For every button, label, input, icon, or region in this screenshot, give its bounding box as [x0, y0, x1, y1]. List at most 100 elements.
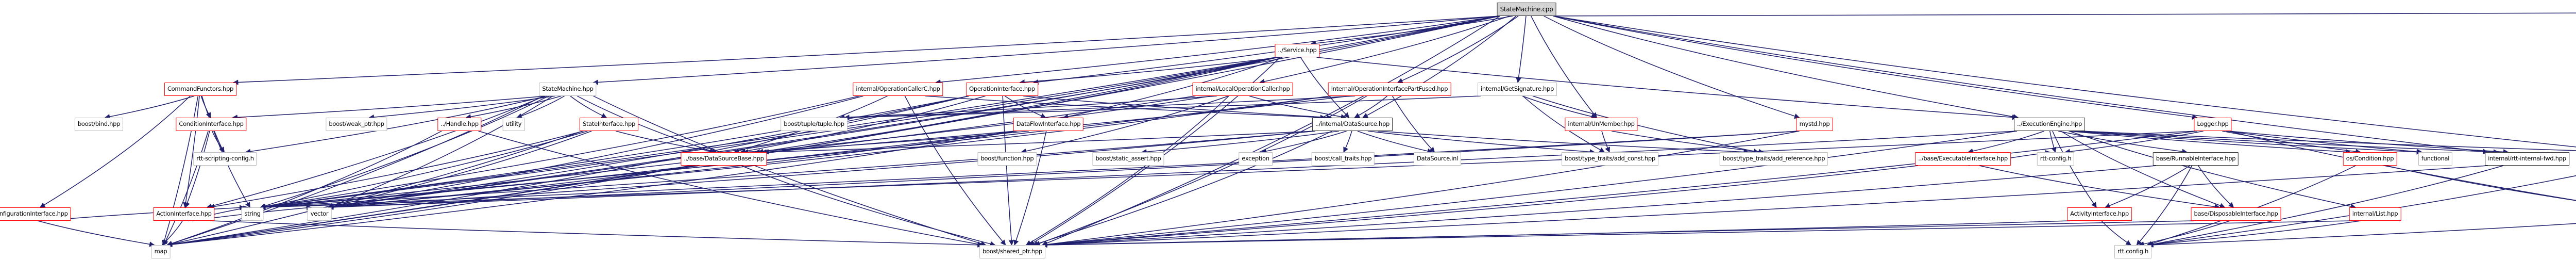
graph-node-label: internal/rtt-internal-fwd.hpp: [2488, 155, 2566, 163]
graph-node-n48[interactable]: boost/shared_ptr.hpp: [979, 245, 1045, 258]
graph-node-n39[interactable]: ConfigurationInterface.hpp: [0, 207, 71, 221]
graph-edge: [1019, 57, 1280, 85]
graph-node-n11[interactable]: ConditionInterface.hpp: [176, 118, 247, 131]
graph-node-n4[interactable]: StateMachine.hpp: [539, 83, 597, 96]
graph-edge: [213, 131, 250, 208]
graph-node-n23[interactable]: rtt-scripting-config.h: [193, 152, 257, 166]
graph-edge: [166, 165, 690, 248]
graph-node-n0[interactable]: StateMachine.cpp: [1497, 3, 1556, 16]
graph-node-label: string: [244, 210, 261, 218]
graph-edge: [1141, 131, 1340, 155]
graph-node-n27[interactable]: exception: [1239, 152, 1273, 166]
graph-node-label: Logger.hpp: [2197, 120, 2229, 128]
graph-node-n6[interactable]: OperationInterface.hpp: [966, 83, 1038, 96]
graph-node-label: boost/type_traits/add_const.hpp: [1565, 155, 1655, 163]
graph-edge: [1611, 131, 1764, 155]
graph-node-n16[interactable]: boost/tuple/tuple.hpp: [781, 118, 848, 131]
graph-edge: [570, 95, 607, 118]
graph-node-label: map: [154, 248, 167, 255]
graph-node-label: boost/call_traits.hpp: [1314, 155, 1372, 163]
graph-edge: [1553, 15, 2019, 120]
graph-edge: [328, 131, 1800, 210]
graph-edge: [1343, 131, 1352, 153]
graph-node-label: boost/static_assert.hpp: [1095, 155, 1161, 163]
graph-node-n42[interactable]: vector: [307, 207, 332, 221]
graph-node-n33[interactable]: rtt-config.h: [2037, 152, 2075, 166]
graph-node-n22[interactable]: Logger.hpp: [2194, 118, 2232, 131]
graph-edge: [1300, 57, 1350, 118]
graph-node-n43[interactable]: ActivityInterface.hpp: [2067, 207, 2132, 221]
graph-node-n29[interactable]: DataSource.inl: [1413, 152, 1462, 166]
graph-node-n49[interactable]: rtt.config.h: [2114, 245, 2151, 258]
graph-node-n3[interactable]: CommandFunctors.hpp: [164, 83, 237, 96]
graph-node-n21[interactable]: ../ExecutionEngine.hpp: [2014, 118, 2085, 131]
graph-edge: [39, 95, 191, 208]
graph-node-n37[interactable]: internal/rtt-internal-fwd.hpp: [2485, 152, 2569, 166]
graph-node-n20[interactable]: mystd.hpp: [1796, 118, 1833, 131]
graph-node-n12[interactable]: boost/weak_ptr.hpp: [326, 118, 387, 131]
graph-node-n9[interactable]: internal/GetSignature.hpp: [1477, 83, 1557, 96]
graph-edge: [1354, 95, 1388, 118]
graph-node-label: internal/OperationInterfacePartFused.hpp: [1331, 85, 1448, 93]
graph-node-n36[interactable]: functional: [2418, 152, 2453, 166]
graph-node-n18[interactable]: ../internal/DataSource.hpp: [1312, 118, 1393, 131]
graph-edge: [1553, 12, 2576, 17]
graph-node-n7[interactable]: internal/LocalOperationCaller.hpp: [1192, 83, 1293, 96]
graph-node-n45[interactable]: internal/List.hpp: [2349, 207, 2401, 221]
graph-edge: [2058, 131, 2188, 154]
graph-edge: [2060, 131, 2226, 208]
graph-edge: [2198, 165, 2234, 208]
graph-edge: [328, 131, 1316, 210]
graph-node-n47[interactable]: map: [151, 245, 171, 258]
graph-edge: [1002, 95, 1014, 246]
graph-node-n8[interactable]: internal/OperationInterfacePartFused.hpp: [1328, 83, 1451, 96]
graph-node-label: boost/tuple/tuple.hpp: [784, 120, 844, 128]
graph-node-n32[interactable]: ../base/ExecutableInterface.hpp: [1915, 152, 2011, 166]
graph-node-n44[interactable]: base/DisposableInterface.hpp: [2191, 207, 2281, 221]
graph-node-n28[interactable]: boost/call_traits.hpp: [1311, 152, 1375, 166]
graph-node-n26[interactable]: boost/static_assert.hpp: [1092, 152, 1164, 166]
graph-node-n24[interactable]: ../base/DataSourceBase.hpp: [681, 152, 767, 166]
graph-node-n17[interactable]: DataFlowInterface.hpp: [1013, 118, 1084, 131]
graph-node-n15[interactable]: StateInterface.hpp: [579, 118, 639, 131]
graph-edge: [183, 95, 200, 208]
graph-node-n41[interactable]: string: [241, 207, 264, 221]
graph-node-n31[interactable]: boost/type_traits/add_reference.hpp: [1719, 152, 1828, 166]
graph-edge: [1516, 15, 1527, 84]
graph-edge: [1362, 15, 1517, 118]
graph-node-label: base/DisposableInterface.hpp: [2194, 210, 2278, 218]
graph-node-n13[interactable]: ../Handle.hpp: [437, 118, 482, 131]
graph-node-label: ActivityInterface.hpp: [2070, 210, 2129, 218]
graph-edge: [211, 220, 984, 248]
graph-node-n34[interactable]: base/RunnableInterface.hpp: [2153, 152, 2239, 166]
graph-edge: [260, 131, 2197, 210]
graph-node-n10[interactable]: boost/bind.hpp: [74, 118, 124, 131]
graph-edge: [616, 131, 718, 154]
graph-edge: [1025, 95, 1229, 246]
graph-edge: [166, 95, 544, 247]
graph-edge: [328, 95, 970, 209]
graph-node-label: internal/GetSignature.hpp: [1480, 85, 1554, 93]
graph-node-label: rtt.config.h: [2117, 248, 2148, 255]
graph-edge: [328, 131, 2018, 210]
graph-edge: [593, 95, 987, 247]
graph-node-n2[interactable]: ../Service.hpp: [1275, 44, 1320, 57]
graph-node-n5[interactable]: internal/OperationCallerC.hpp: [853, 83, 943, 96]
graph-edge: [163, 131, 209, 246]
graph-edge: [260, 57, 1278, 210]
graph-node-n25[interactable]: boost/function.hpp: [977, 152, 1037, 166]
graph-node-n19[interactable]: internal/UnMember.hpp: [1565, 118, 1638, 131]
graph-edge: [38, 220, 155, 247]
graph-node-n40[interactable]: ActionInterface.hpp: [153, 207, 215, 221]
graph-node-label: ../base/DataSourceBase.hpp: [684, 155, 764, 163]
graph-node-label: ../internal/DataSource.hpp: [1315, 120, 1389, 128]
graph-edge: [754, 95, 1212, 155]
graph-node-n35[interactable]: os/Condition.hpp: [2343, 152, 2397, 166]
graph-node-label: os/Condition.hpp: [2346, 155, 2394, 163]
graph-node-label: DataSource.inl: [1416, 155, 1459, 163]
graph-node-n30[interactable]: boost/type_traits/add_const.hpp: [1562, 152, 1658, 166]
graph-edge: [161, 220, 183, 246]
graph-node-n14[interactable]: utility: [502, 118, 525, 131]
